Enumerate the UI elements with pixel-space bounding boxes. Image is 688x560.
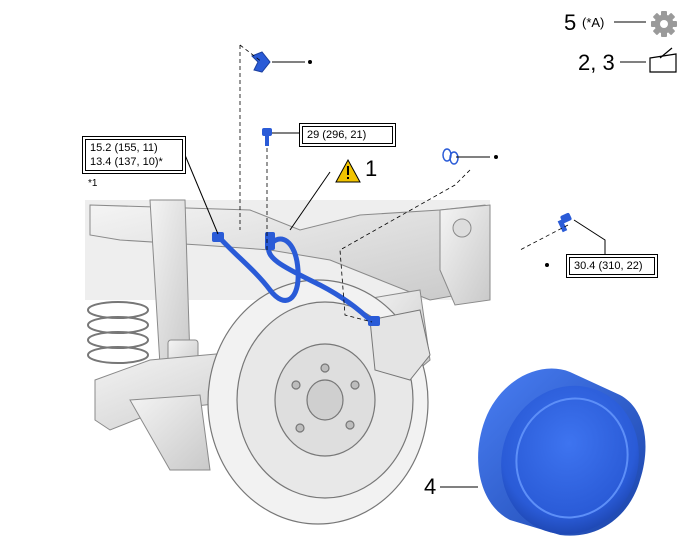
warning-icon [335, 158, 361, 183]
brake-caliper [369, 309, 431, 381]
torque-value-line2: 13.4 (137, 10)* [90, 156, 163, 168]
suspension-assembly [85, 199, 491, 471]
torque-box-bleeder-bolt: 30.4 (310, 22) [566, 254, 658, 278]
callout-5-number: 5 [564, 10, 577, 35]
dot-marker [494, 155, 498, 159]
hose-fitting-upper [212, 232, 275, 250]
callout-4: 4 [424, 474, 437, 499]
union-bolt [262, 128, 272, 146]
hose-fitting-caliper [368, 316, 380, 326]
callout-2-3: 2, 3 [578, 50, 615, 75]
torque-box-clip-bracket: 15.2 (155, 11) 13.4 (137, 10)* [82, 136, 186, 174]
torque-box-union-bolt: 29 (296, 21) [299, 123, 396, 147]
dot-marker [545, 263, 549, 267]
footnote-label: *1 [88, 178, 98, 189]
grease-can-icon [649, 47, 677, 73]
gear-icon [651, 11, 677, 37]
bleeder-bolt [557, 212, 572, 233]
callout-5-suffix: (*A) [582, 15, 605, 30]
callout-1: 1 [365, 156, 378, 181]
torque-value-line1: 15.2 (155, 11) [90, 142, 158, 154]
gasket [442, 148, 459, 165]
flexible-hose [215, 233, 375, 325]
clip-part [251, 51, 271, 73]
torque-value: 30.4 (310, 22) [569, 257, 655, 275]
dashed-leaders [239, 44, 569, 323]
callout-5: 5 [564, 12, 576, 34]
dot-marker [308, 60, 312, 64]
solid-leaders [184, 21, 646, 488]
cap-part [478, 368, 646, 536]
torque-value: 29 (296, 21) [302, 126, 393, 144]
